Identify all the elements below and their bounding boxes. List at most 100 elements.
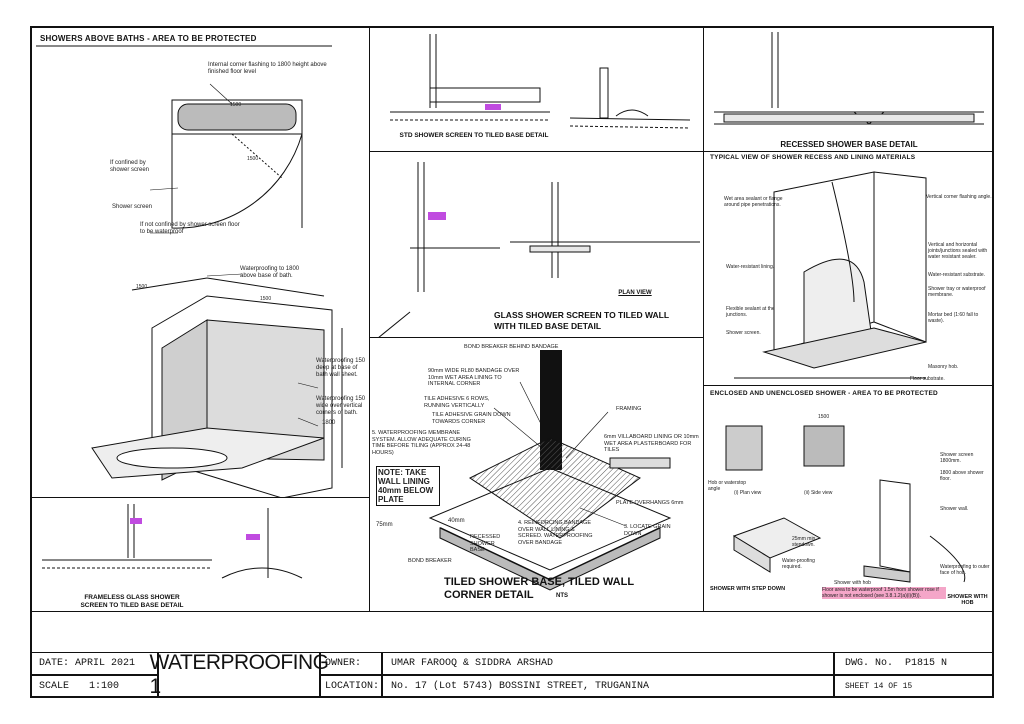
note-bandage: 90mm WIDE RL80 BANDAGE OVER 10mm WET ARE… xyxy=(428,368,520,387)
note-shower-with-hob: Shower with hob xyxy=(834,580,871,586)
scale-cell: SCALE 1:100 xyxy=(30,675,158,698)
dwg-label: DWG. No. xyxy=(845,658,894,669)
note-villaboard: 6mm VILLABOARD LINING OR 10mm WET AREA P… xyxy=(604,434,699,453)
sheet-number: SHEET 14 OF 15 xyxy=(845,682,913,691)
panel-title: SHOWERS ABOVE BATHS - AREA TO BE PROTECT… xyxy=(40,34,257,43)
panel-title: TYPICAL VIEW OF SHOWER RECESS AND LINING… xyxy=(710,154,916,161)
dim-1800: 1800 xyxy=(322,420,336,426)
dim-1500: 1500 xyxy=(818,414,830,420)
note-wp-150-wide: Waterproofing 150 wide over vertical cor… xyxy=(316,396,366,416)
drawing-title: WATERPROOFING 1 xyxy=(149,651,330,698)
title-block: DATE: APRIL 2021 SCALE 1:100 WATERPROOFI… xyxy=(30,612,994,698)
note-hob-angle: Hob or waterstop angle xyxy=(708,480,747,492)
note-substrate: Water-resistant substrate. xyxy=(928,272,986,278)
owner-value: UMAR FAROOQ & SIDDRA ARSHAD xyxy=(391,658,554,669)
scale-label: SCALE xyxy=(39,681,70,692)
note-wet-area: Wet area sealant or flange around pipe p… xyxy=(724,196,783,208)
note-bond-breaker: BOND BREAKER xyxy=(408,558,452,564)
typical-illustration xyxy=(734,171,927,379)
note-membrane: 5. WATERPROOFING MEMBRANE SYSTEM. ALLOW … xyxy=(372,430,471,456)
panel-std-screen: STD SHOWER SCREEN TO TILED BASE DETAIL xyxy=(370,28,704,152)
location-value-cell: No. 17 (Lot 5743) BOSSINI STREET, TRUGAN… xyxy=(382,675,834,698)
owner-label: OWNER: xyxy=(325,658,362,669)
dim-1500-3d-b: 1500 xyxy=(260,296,272,302)
panel-glass-screen: PLAN VIEW GLASS SHOWER SCREEN TO TILED W… xyxy=(370,152,704,338)
note-take-wall-lining: NOTE: TAKE WALL LINING 40mm BELOW PLATE xyxy=(376,466,440,506)
panel-title: ENCLOSED AND UNENCLOSED SHOWER - AREA TO… xyxy=(710,390,938,397)
std-screen-detail xyxy=(390,34,691,129)
caption-tiled-base-2: CORNER DETAIL xyxy=(444,589,534,601)
caption-glass-screen-1: GLASS SHOWER SCREEN TO TILED WALL xyxy=(494,310,670,320)
sheet-cell: SHEET 14 OF 15 xyxy=(834,675,994,698)
date: DATE: APRIL 2021 xyxy=(39,658,136,669)
note-plate: PLATE OVERHANGS 6mm xyxy=(616,500,684,506)
tiled-base-detail xyxy=(428,350,672,591)
highlight-floor-area: Floor area to be waterproof 1.5m from sh… xyxy=(822,587,946,599)
caption-frameless-1: FRAMELESS GLASS SHOWER xyxy=(84,594,180,601)
caption-glass-screen-2: WITH TILED BASE DETAIL xyxy=(494,321,602,331)
panel-frameless: FRAMELESS GLASS SHOWER SCREEN TO TILED B… xyxy=(32,498,370,612)
label-plan-view: (i) Plan view xyxy=(734,490,762,496)
dim-75mm: 75mm xyxy=(376,522,393,528)
dwg-value: P1815 N xyxy=(905,658,948,669)
note-reinforcing: 4. REINFORCING BANDAGE OVER WALL LINING … xyxy=(518,520,593,546)
caption-frameless-2: SCREEN TO TILED BASE DETAIL xyxy=(80,602,184,609)
note-bond-breaker-top: BOND BREAKER BEHIND BANDAGE xyxy=(464,344,559,350)
note-hob: Masonry hob. xyxy=(928,364,959,370)
note-not-confined: If not confined by shower screen floor t… xyxy=(140,222,240,235)
enclosed-illustration xyxy=(725,425,966,583)
label-step-down: SHOWER WITH STEP DOWN xyxy=(710,586,786,592)
panel-showers-above-baths: SHOWERS ABOVE BATHS - AREA TO BE PROTECT… xyxy=(32,28,370,498)
note-grain: TILE ADHESIVE GRAIN DOWN TOWARDS CORNER xyxy=(432,412,511,425)
note-shower-wall: Shower wall. xyxy=(940,506,969,512)
note-confined: If confined by shower screen xyxy=(110,160,150,173)
label-shower-with-hob: SHOWER WITH HOB xyxy=(947,594,988,606)
bath-illustration xyxy=(36,45,343,497)
location-label: LOCATION: xyxy=(325,681,380,692)
note-framing: FRAMING xyxy=(616,406,642,412)
glass-screen-detail xyxy=(378,162,700,337)
owner-value-cell: UMAR FAROOQ & SIDDRA ARSHAD xyxy=(382,652,834,675)
note-screen: Shower screen. xyxy=(726,330,761,336)
dim-40mm: 40mm xyxy=(448,518,465,524)
panel-enclosed: ENCLOSED AND UNENCLOSED SHOWER - AREA TO… xyxy=(704,386,994,612)
note-floor: Floor substrate. xyxy=(910,376,945,382)
panel-typical-view: TYPICAL VIEW OF SHOWER RECESS AND LINING… xyxy=(704,152,994,386)
caption-std-screen: STD SHOWER SCREEN TO TILED BASE DETAIL xyxy=(399,132,549,139)
note-wp-150-deep: Waterproofing 150 deep at base of bath w… xyxy=(316,358,366,378)
frameless-detail xyxy=(42,504,303,579)
recessed-detail xyxy=(714,32,984,125)
note-outer-face: Waterproofing to outer face of hob. xyxy=(940,564,990,576)
drawing-title-cell: WATERPROOFING 1 xyxy=(150,651,329,698)
dim-1500-plan-diag: 1500 xyxy=(247,156,259,162)
note-locate-grain: 3. LOCATE GRAIN DOWN xyxy=(624,524,671,537)
panel-recessed: RECESSED SHOWER BASE DETAIL xyxy=(704,28,994,152)
location-value: No. 17 (Lot 5743) BOSSINI STREET, TRUGAN… xyxy=(391,681,650,692)
dim-1500-plan: 1500 xyxy=(230,102,242,108)
note-screen-1800: Shower screen 1800mm. xyxy=(940,452,974,464)
note-tray: Shower tray or waterproof membrane. xyxy=(928,286,986,298)
note-lining: Water-resistant lining. xyxy=(726,264,775,270)
note-joints: Vertical and horizontal joints/junctions… xyxy=(928,242,988,260)
scale-value: 1:100 xyxy=(89,681,120,692)
caption-tiled-base-1: TILED SHOWER BASE, TILED WALL xyxy=(444,576,635,588)
dim-1500-3d-a: 1500 xyxy=(136,284,148,290)
label-side-view: (ii) Side view xyxy=(804,490,833,496)
note-wp-1800: Waterproofing to 1800 above base of bath… xyxy=(240,266,300,279)
note-corner-flashing: Vertical corner flashing angle. xyxy=(926,194,992,200)
note-screen: Shower screen xyxy=(112,204,153,210)
date-cell: DATE: APRIL 2021 xyxy=(30,652,158,675)
label-plan-view: PLAN VIEW xyxy=(618,290,652,296)
note-mortar: Mortar bed (1:60 fall to waste). xyxy=(928,312,979,324)
dwg-cell: DWG. No. P1815 N xyxy=(834,652,994,675)
note-recessed-base: RECESSED SHOWER BASE xyxy=(470,534,501,553)
note-wp-required: Water-proofing required. xyxy=(782,558,815,570)
caption-recessed: RECESSED SHOWER BASE DETAIL xyxy=(780,140,918,149)
panel-tiled-base: BOND BREAKER BEHIND BANDAGE 90mm WIDE RL… xyxy=(370,338,704,612)
note-flashing: Internal corner flashing to 1800 height … xyxy=(208,62,327,75)
location-label-cell: LOCATION: xyxy=(320,675,382,698)
note-step-25: 25mm min. stepdown. xyxy=(792,536,817,548)
note-tile-adhesive: TILE ADHESIVE 6 ROWS, RUNNING VERTICALLY xyxy=(424,396,490,409)
note-flexible: Flexible sealant at the junctions. xyxy=(726,306,775,318)
note-above-floor: 1800 above shower floor. xyxy=(940,470,984,482)
